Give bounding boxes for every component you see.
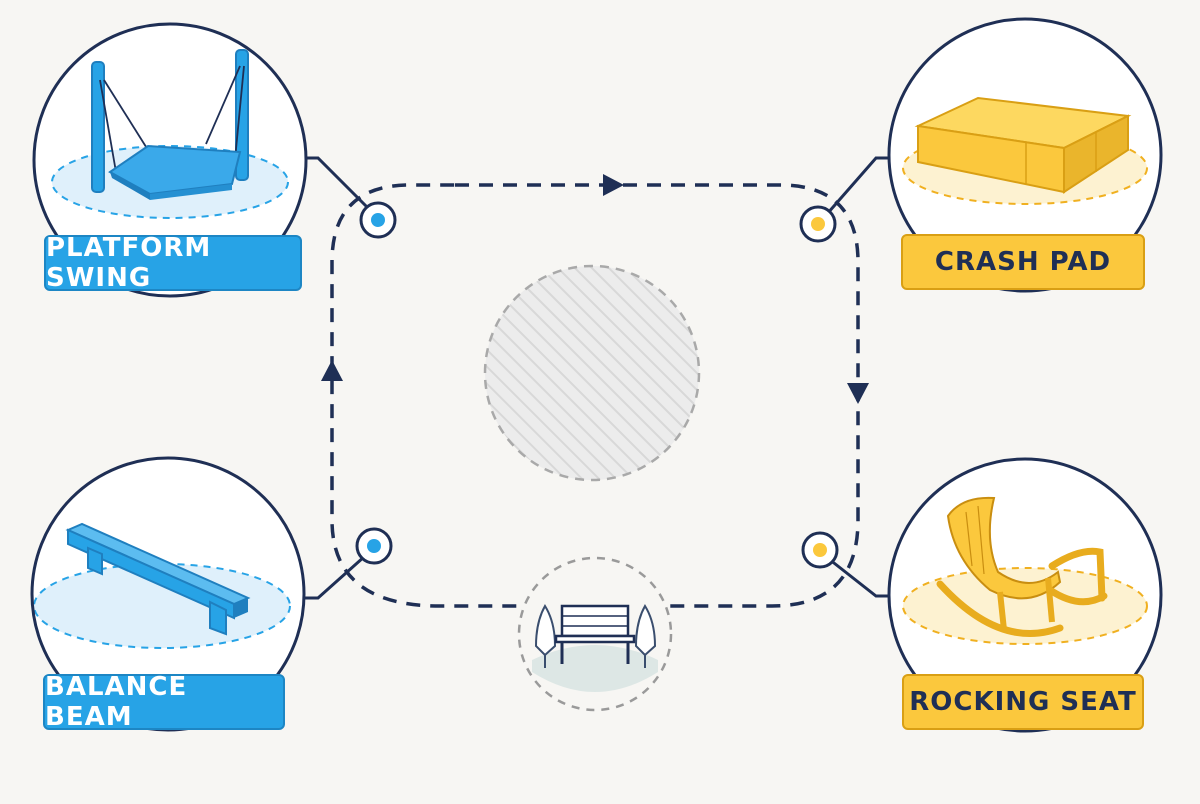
node-dot-rocking-seat[interactable] bbox=[801, 531, 839, 569]
rocking-seat-icon bbox=[902, 496, 1148, 645]
arrow-down-icon bbox=[847, 383, 869, 404]
arrow-up-icon bbox=[321, 360, 343, 381]
bench-station bbox=[517, 556, 673, 712]
circuit-path bbox=[330, 183, 860, 608]
connector-rocking-seat bbox=[819, 550, 888, 598]
connector-crash-pad bbox=[818, 156, 888, 223]
label-rocking-seat[interactable]: ROCKING SEAT bbox=[902, 674, 1144, 730]
platform-swing-node[interactable] bbox=[32, 22, 308, 298]
rocking-seat-node[interactable] bbox=[887, 457, 1163, 733]
arrow-right-icon bbox=[603, 174, 624, 196]
balance-beam-node[interactable] bbox=[30, 456, 306, 732]
connector-balance-beam bbox=[300, 546, 375, 600]
connector-platform-swing bbox=[305, 156, 380, 220]
label-balance-beam[interactable]: BALANCE BEAM bbox=[43, 672, 285, 732]
balance-beam-icon bbox=[33, 522, 291, 649]
label-crash-pad[interactable]: CRASH PAD bbox=[901, 234, 1145, 290]
node-dot-balance-beam[interactable] bbox=[355, 527, 393, 565]
center-placeholder bbox=[483, 264, 701, 482]
node-dot-crash-pad[interactable] bbox=[799, 205, 837, 243]
crash-pad-node[interactable] bbox=[887, 17, 1163, 293]
park-bench-icon bbox=[534, 604, 657, 668]
platform-swing-icon bbox=[51, 49, 289, 219]
node-dot-platform-swing[interactable] bbox=[359, 201, 397, 239]
crash-pad-icon bbox=[902, 96, 1148, 205]
label-platform-swing[interactable]: PLATFORM SWING bbox=[44, 233, 302, 293]
